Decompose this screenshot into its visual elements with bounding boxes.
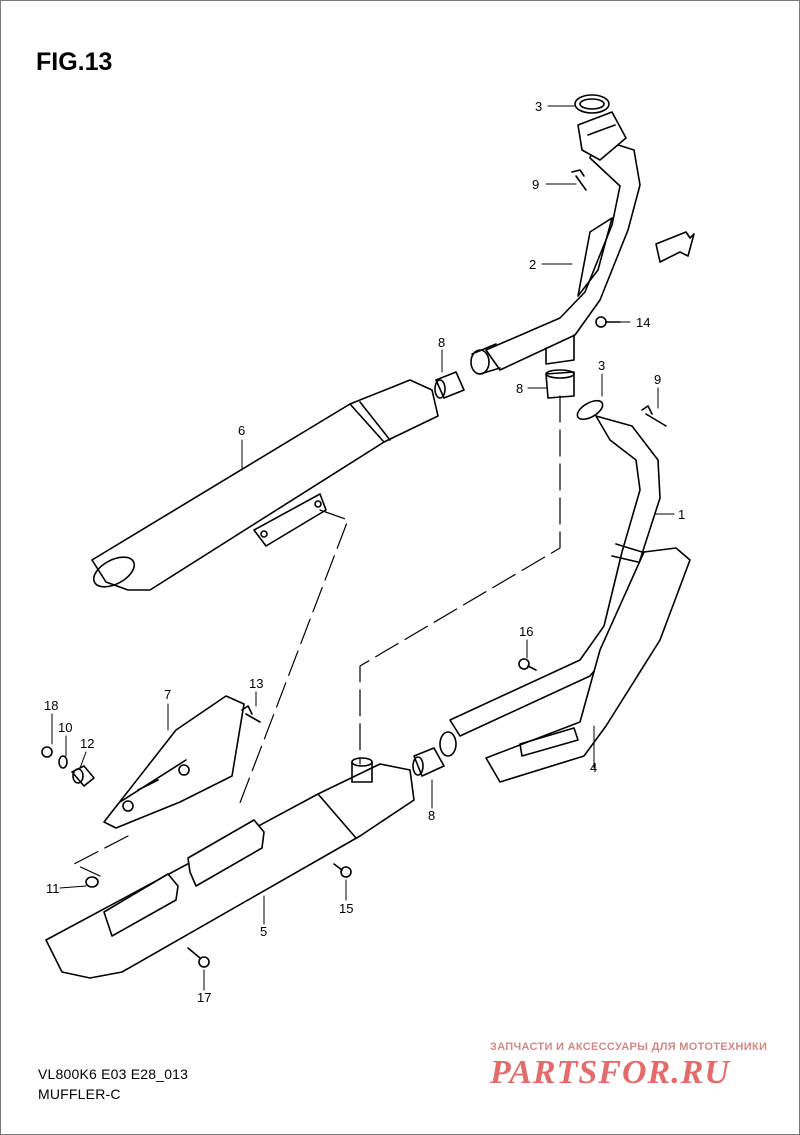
heat-shield[interactable] — [485, 547, 691, 783]
callout-2: 2 — [529, 257, 536, 272]
front-exhaust-pipe[interactable] — [470, 137, 641, 375]
exhaust-gasket-upper[interactable] — [574, 94, 610, 114]
muffler-bracket[interactable] — [103, 695, 245, 829]
callout-17: 17 — [197, 990, 211, 1005]
callout-13: 13 — [249, 676, 263, 691]
callout-9-upper: 9 — [532, 177, 539, 192]
callout-7: 7 — [164, 687, 171, 702]
callout-15: 15 — [339, 901, 353, 916]
nut-18[interactable] — [41, 746, 53, 758]
callout-1: 1 — [678, 507, 685, 522]
callout-12: 12 — [80, 736, 94, 751]
callout-labels: 3 9 2 14 8 8 3 9 1 6 7 13 18 10 12 16 4 … — [44, 99, 685, 1005]
cushion-12[interactable] — [71, 765, 95, 787]
forward-direction-icon — [655, 231, 695, 263]
callout-4: 4 — [590, 760, 597, 775]
callout-5: 5 — [260, 924, 267, 939]
callout-8-middle: 8 — [516, 381, 523, 396]
watermark-tagline: ЗАПЧАСТИ И АКСЕССУАРЫ ДЛЯ МОТОТЕХНИКИ — [490, 1041, 768, 1053]
bush-11[interactable] — [85, 876, 99, 888]
pipe-connector-middle[interactable] — [545, 369, 575, 399]
callout-8-lower: 8 — [428, 808, 435, 823]
rear-exhaust-pipe[interactable] — [439, 415, 661, 757]
bolt-rear[interactable] — [641, 405, 667, 427]
upper-muffler[interactable] — [89, 379, 439, 593]
lower-muffler[interactable] — [45, 757, 415, 979]
bolt-13[interactable] — [241, 705, 261, 723]
callout-9-rear: 9 — [654, 372, 661, 387]
callout-3-upper: 3 — [535, 99, 542, 114]
bolt-17[interactable] — [187, 947, 210, 968]
exhaust-flange-upper — [577, 111, 627, 161]
figure-title: FIG.13 — [36, 48, 113, 76]
washer-10[interactable] — [58, 755, 68, 769]
callout-8-upper: 8 — [438, 335, 445, 350]
pipe-connector-lower[interactable] — [412, 747, 445, 777]
section-name: MUFFLER-C — [38, 1086, 121, 1102]
callout-16: 16 — [519, 624, 533, 639]
assembly-lines — [73, 395, 561, 877]
callout-10: 10 — [58, 720, 72, 735]
callout-6: 6 — [238, 423, 245, 438]
pipe-connector-upper[interactable] — [434, 371, 465, 399]
callout-18: 18 — [44, 698, 58, 713]
bolt-16[interactable] — [518, 658, 537, 671]
exhaust-gasket-rear[interactable] — [574, 397, 605, 423]
watermark-logo: PARTSFOR.RU — [490, 1054, 730, 1091]
callout-11: 11 — [46, 881, 60, 896]
callout-3-rear: 3 — [598, 358, 605, 373]
figure-code: VL800K6 E03 E28_013 — [38, 1066, 189, 1082]
callout-14: 14 — [636, 315, 650, 330]
leader-lines — [51, 105, 675, 991]
bolt-15[interactable] — [333, 863, 352, 878]
bolt-upper[interactable] — [571, 169, 587, 191]
